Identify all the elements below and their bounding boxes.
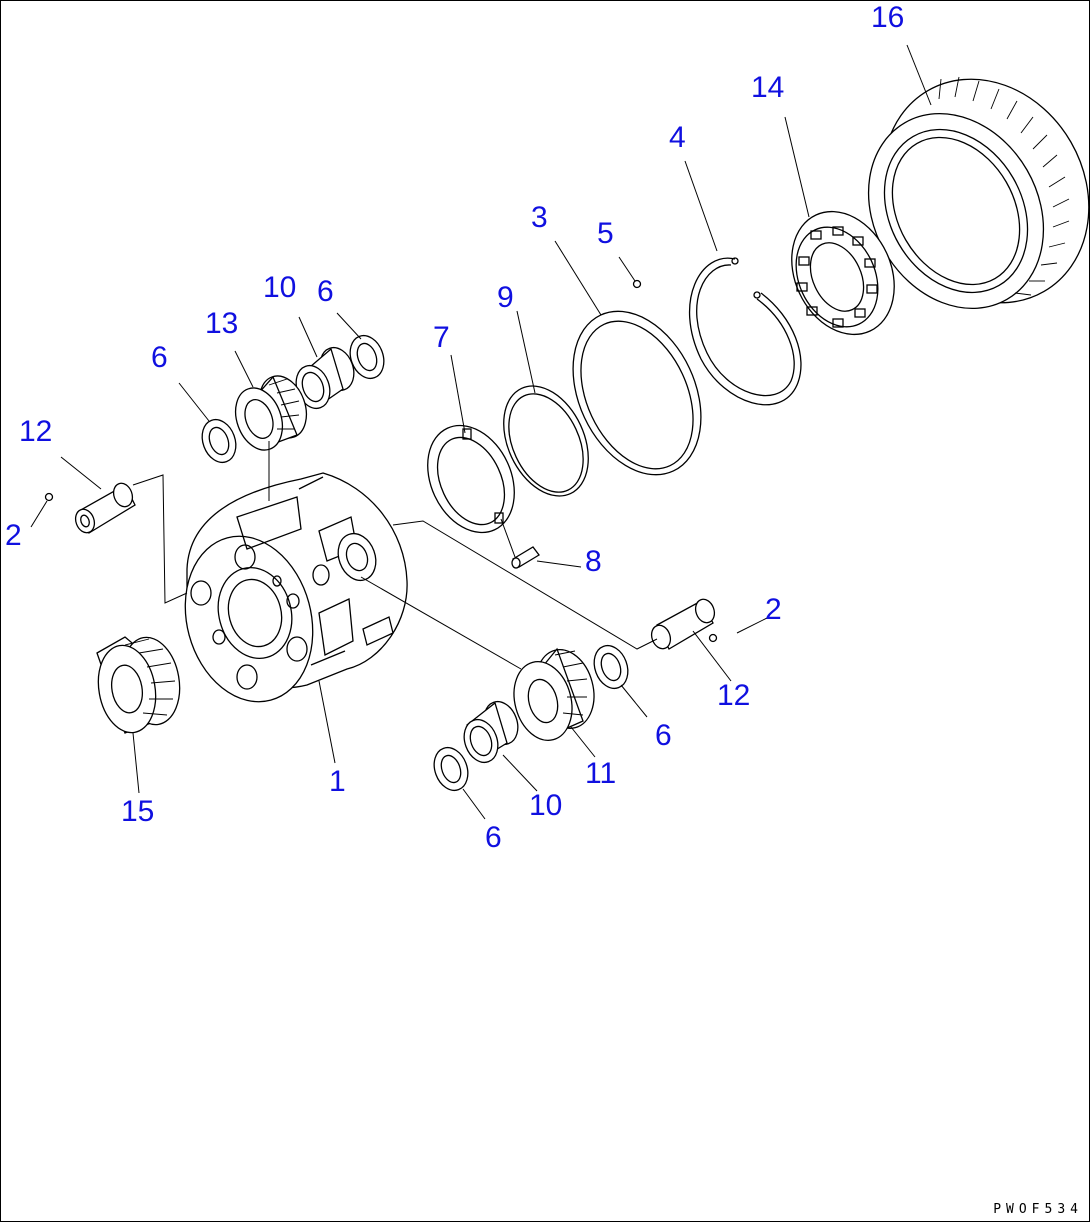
part-1-carrier (184, 472, 408, 703)
callout-7: 7 (433, 321, 450, 354)
callout-3: 3 (531, 201, 548, 234)
callout-16: 16 (871, 1, 905, 34)
callout-1: 1 (329, 765, 346, 798)
part-5-ball (632, 279, 642, 289)
callout-9: 9 (497, 281, 514, 314)
part-8-pin (511, 546, 540, 569)
leader-lines (30, 44, 932, 820)
part-3-ring (572, 310, 702, 476)
part-6-washer-lower (433, 746, 469, 792)
part-10-needle-bearing-top (295, 346, 355, 410)
part-6-washer-left (201, 418, 237, 464)
callout-5: 5 (597, 217, 614, 250)
part-2-ball-right (708, 633, 718, 643)
part-14-bearing (791, 210, 895, 336)
part-15-sun-gear (96, 636, 181, 734)
callout-12-left: 12 (19, 415, 53, 448)
drawing-reference-code: PWOF534 (993, 1202, 1083, 1217)
part-2-ball-left (44, 492, 54, 502)
assembly-lines (132, 441, 658, 670)
callout-14: 14 (751, 71, 785, 104)
callout-4: 4 (669, 121, 686, 154)
callout-6-lower: 6 (485, 821, 502, 854)
part-12-shaft-left (74, 482, 136, 534)
part-6-washer-right (593, 644, 629, 690)
part-12-shaft-right (650, 598, 716, 650)
part-13-planet-gear (234, 375, 308, 451)
callout-2-right: 2 (765, 593, 782, 626)
callout-12-right: 12 (717, 679, 751, 712)
callout-8: 8 (585, 545, 602, 578)
part-11-planet-gear (513, 647, 595, 741)
callout-2-left: 2 (5, 519, 22, 552)
part-10-needle-bearing-lower (463, 700, 519, 764)
callout-6-right: 6 (655, 719, 672, 752)
callout-13: 13 (205, 307, 239, 340)
callout-6-left: 6 (151, 341, 168, 374)
part-7-thrust-ring (427, 424, 515, 534)
callout-15: 15 (121, 795, 155, 828)
part-4-snap-ring (688, 257, 802, 406)
callout-10-top: 10 (263, 271, 297, 304)
callout-10-lower: 10 (529, 789, 563, 822)
part-16-ring-gear (867, 76, 1089, 310)
part-9-seal-ring (503, 385, 589, 497)
callout-11: 11 (585, 757, 617, 790)
callout-6-top: 6 (317, 275, 334, 308)
